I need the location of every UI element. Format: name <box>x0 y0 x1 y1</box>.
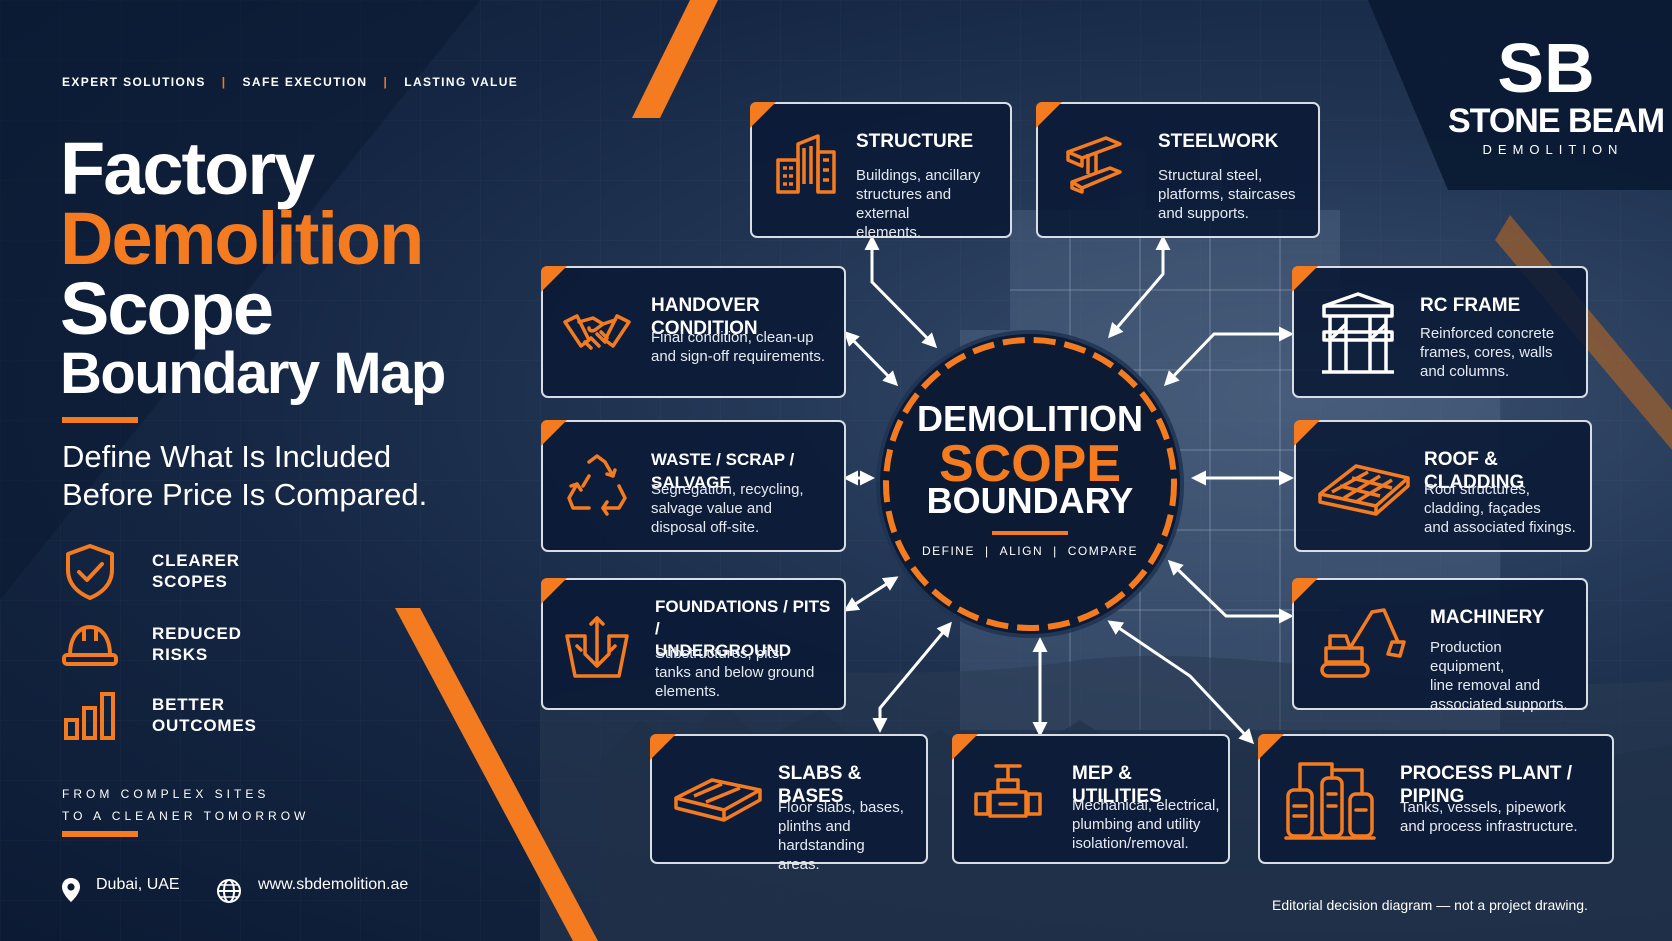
slogan-underline <box>62 831 138 837</box>
subtitle-line-1: Define What Is Included <box>62 439 392 474</box>
tagline-separator: | <box>221 75 227 89</box>
location-text: Dubai, UAE <box>96 876 180 893</box>
footer-slogan: FROM COMPLEX SITES TO A CLEANER TOMORROW <box>62 787 310 823</box>
concrete-frame-icon <box>1322 292 1394 374</box>
card-foundations-pits-underground: FOUNDATIONS / PITS / UNDERGROUND Substru… <box>541 578 846 710</box>
card-structure: STRUCTURE Buildings, ancillary structure… <box>750 102 1012 241</box>
globe-icon <box>217 879 241 903</box>
title-line-1: Factory <box>60 127 315 210</box>
buildings-icon <box>776 134 836 194</box>
hub-subline: DEFINE|ALIGN|COMPARE <box>921 544 1139 558</box>
valve-icon <box>974 764 1042 818</box>
card-description: Roof structures, cladding, façades and a… <box>1424 481 1576 536</box>
card-title: FOUNDATIONS / PITS / UNDERGROUND <box>655 597 831 660</box>
card-roof-cladding: ROOF & CLADDING Roof structures, claddin… <box>1294 420 1592 552</box>
steel-beam-icon <box>1066 136 1122 194</box>
card-steelwork: STEELWORK Structural steel, platforms, s… <box>1036 102 1320 238</box>
benefit-better-outcomes: BETTER OUTCOMES <box>60 686 400 744</box>
card-machinery: MACHINERY Production equipment, line rem… <box>1292 578 1588 713</box>
card-description: Floor slabs, bases, plinths and hardstan… <box>778 799 904 873</box>
benefit-reduced-risks: REDUCED RISKS <box>60 615 400 673</box>
card-slabs-bases: SLABS & BASES Floor slabs, bases, plinth… <box>650 734 928 873</box>
stone-beam-logo-mark: SB <box>1497 36 1594 98</box>
benefit-clearer-scopes: CLEARER SCOPES <box>60 542 400 600</box>
shield-check-icon <box>66 544 114 600</box>
card-process-plant-piping: PROCESS PLANT / PIPING Tanks, vessels, p… <box>1258 734 1614 864</box>
card-mep-utilities: MEP & UTILITIES Mechanical, electrical, … <box>952 734 1230 864</box>
roof-icon <box>1318 464 1410 516</box>
card-description: Reinforced concrete frames, cores, walls… <box>1420 325 1555 380</box>
card-rc-frame: RC FRAME Reinforced concrete frames, cor… <box>1292 266 1588 398</box>
logo-panel <box>1368 0 1672 190</box>
benefit-label: BETTER OUTCOMES <box>152 695 257 735</box>
slab-icon <box>674 778 762 822</box>
scope-hub-circle <box>876 330 1184 638</box>
tagline-expert: EXPERT SOLUTIONS <box>62 75 206 89</box>
logo-subtitle: DEMOLITION <box>1482 142 1624 157</box>
bar-chart-icon <box>64 692 115 740</box>
card-handover-condition: HANDOVER CONDITION Final condition, clea… <box>541 266 846 398</box>
card-description: Segregation, recycling, salvage value an… <box>651 481 804 536</box>
card-title: STEELWORK <box>1158 131 1279 152</box>
title-line-3: Scope <box>60 267 274 350</box>
tagline-separator: | <box>383 75 389 89</box>
card-title: STRUCTURE <box>856 131 974 152</box>
card-title: MEP & UTILITIES <box>1072 763 1162 807</box>
card-description: Tanks, vessels, pipework and process inf… <box>1400 799 1578 835</box>
foundation-icon <box>565 616 629 678</box>
card-title: SLABS & BASES <box>778 763 862 807</box>
orange-diagonal-bottom <box>395 608 598 941</box>
title-line-2: Demolition <box>60 197 424 280</box>
subtitle-line-2: Before Price Is Compared. <box>62 477 428 512</box>
benefit-label: REDUCED RISKS <box>152 624 242 664</box>
subtitle: Define What Is Included Before Price Is … <box>62 438 427 514</box>
card-title: ROOF & CLADDING <box>1424 449 1525 493</box>
card-title: MACHINERY <box>1430 607 1545 628</box>
logo-name: STONE BEAM <box>1448 102 1665 140</box>
recycle-icon <box>567 454 627 516</box>
card-description: Mechanical, electrical, plumbing and uti… <box>1072 797 1220 852</box>
card-description: Structural steel, platforms, staircases … <box>1158 167 1296 222</box>
tagline-lasting: LASTING VALUE <box>404 75 519 89</box>
process-plant-icon <box>1284 762 1376 840</box>
benefit-label: CLEARER SCOPES <box>152 551 240 591</box>
card-description: Final condition, clean-up and sign-off r… <box>651 329 825 365</box>
disclaimer-note: Editorial decision diagram — not a proje… <box>1272 897 1588 913</box>
card-waste-scrap-salvage: WASTE / SCRAP / SALVAGE Segregation, rec… <box>541 420 846 552</box>
excavator-icon <box>1320 608 1406 678</box>
card-title: WASTE / SCRAP / SALVAGE <box>651 450 795 492</box>
header-taglines: EXPERT SOLUTIONS | SAFE EXECUTION | LASTING … <box>62 75 518 89</box>
hub-line-3: BOUNDARY <box>926 480 1134 521</box>
location-pin-icon <box>62 878 80 902</box>
title-line-4: Boundary Map <box>60 341 446 406</box>
card-title: HANDOVER CONDITION <box>651 295 760 339</box>
card-description: Buildings, ancillary structures and exte… <box>856 167 981 241</box>
card-description: Substructures, pits, tanks and below gro… <box>655 645 815 700</box>
svg-text:SB: SB <box>1497 36 1594 98</box>
hard-hat-icon <box>62 624 118 666</box>
hub-line-1: DEMOLITION <box>917 398 1143 439</box>
card-description: Production equipment, line removal and a… <box>1430 639 1568 713</box>
tagline-safe: SAFE EXECUTION <box>242 75 368 89</box>
card-title: PROCESS PLANT / PIPING <box>1400 763 1573 807</box>
title-underline <box>62 417 138 423</box>
orange-diagonal-top <box>632 0 718 118</box>
card-title: RC FRAME <box>1420 295 1521 316</box>
hub-line-2: SCOPE <box>938 435 1122 493</box>
handshake-icon <box>563 314 631 350</box>
website-link[interactable]: www.sbdemolition.ae <box>258 876 409 893</box>
